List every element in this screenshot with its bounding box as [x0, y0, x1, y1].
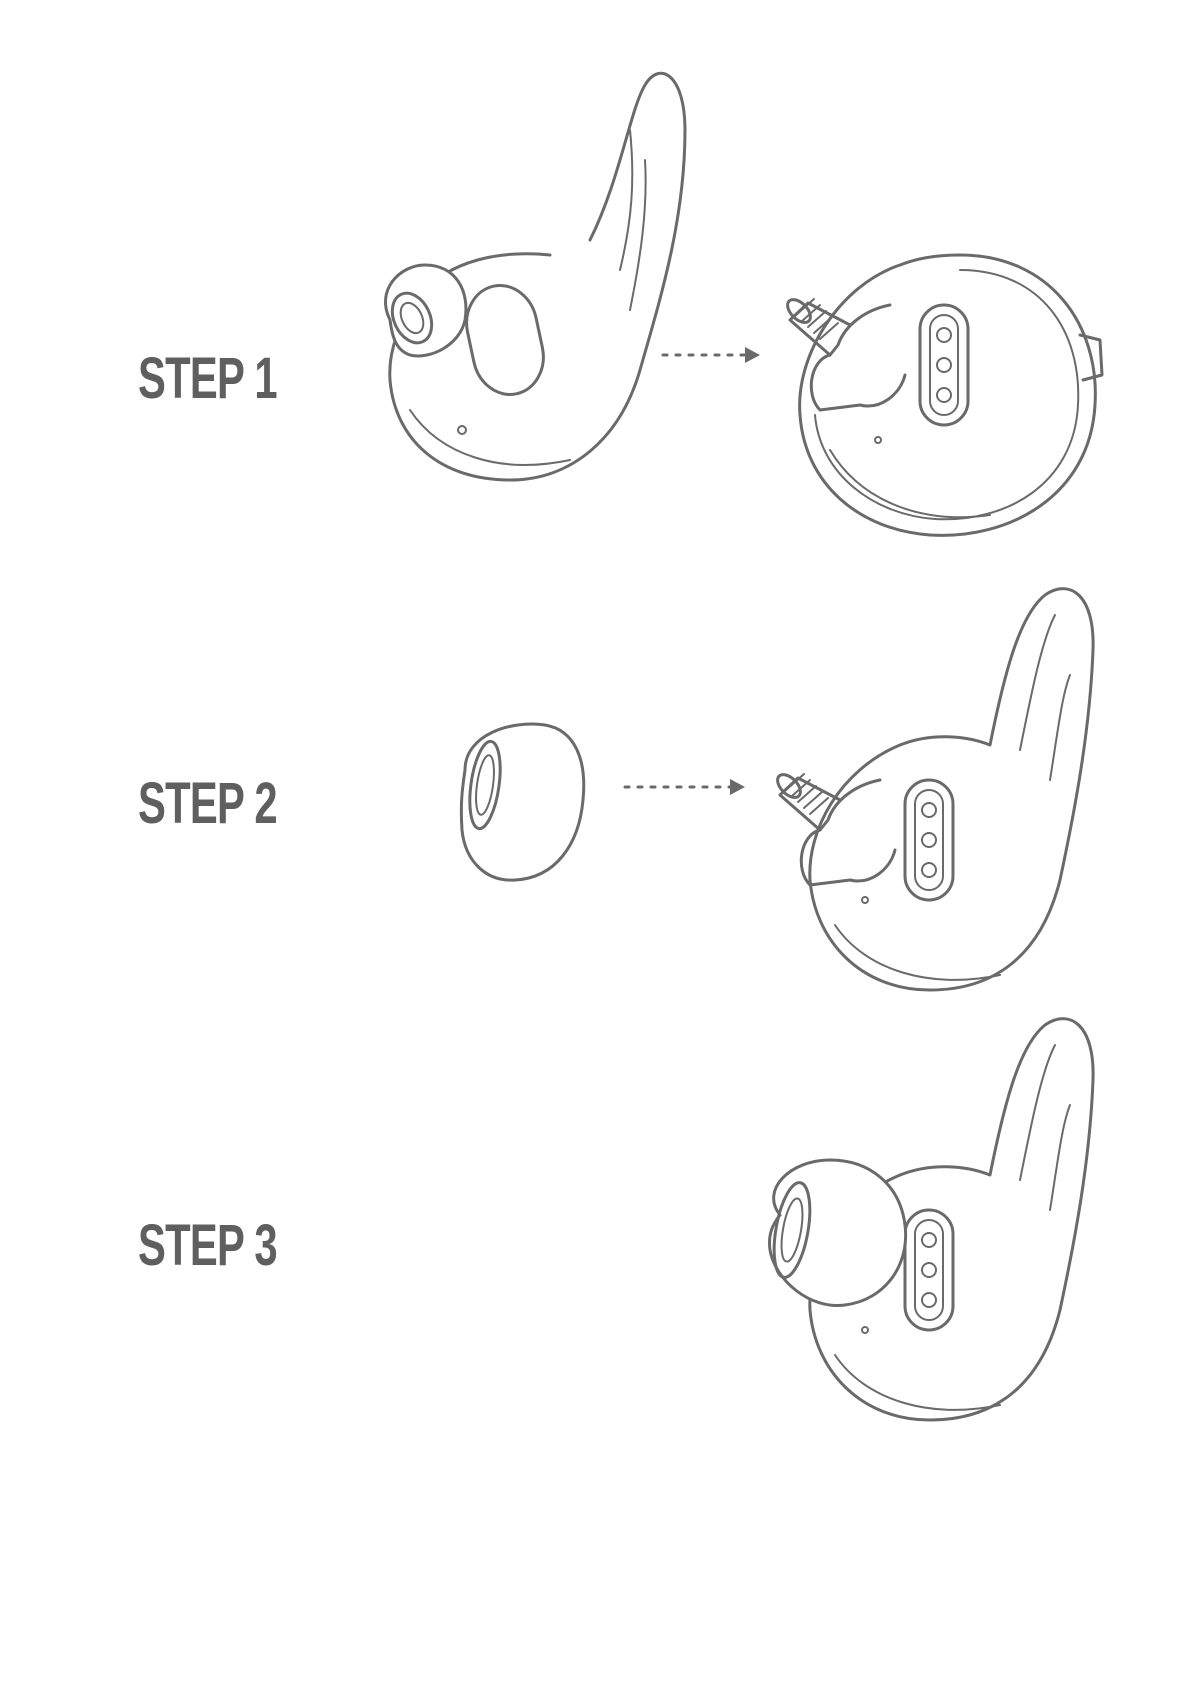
ear-tip-icon — [461, 724, 583, 880]
earbud-with-tip-icon — [768, 1019, 1093, 1420]
earbud-with-tip-icon — [385, 73, 685, 480]
dotted-arrow-icon — [625, 779, 745, 795]
dotted-arrow-icon — [663, 347, 760, 363]
earbud-bare-nozzle-icon — [773, 589, 1093, 990]
earbud-bare-nozzle-icon — [783, 255, 1102, 535]
